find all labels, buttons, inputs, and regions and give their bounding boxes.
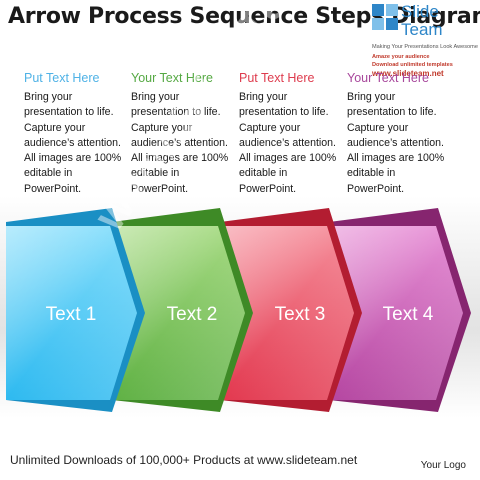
column-body: Bring your presentation to life. Capture…: [347, 90, 449, 197]
body-line: PowerPoint.: [347, 182, 405, 195]
body-line: audience’s attention.: [24, 136, 121, 149]
body-line: Capture your: [131, 121, 193, 134]
step-label-3: Text 3: [275, 304, 326, 325]
column-heading: Put Text Here: [24, 71, 100, 85]
column-body: Bring your presentation to life. Capture…: [131, 90, 233, 197]
logo-name: Slide Team: [401, 3, 443, 39]
slideteam-logo-icon: [372, 4, 398, 30]
arrow-diagram: Text 1 Text 2 Text 3 Text 4: [6, 208, 471, 412]
body-line: editable in: [347, 167, 396, 180]
logo-promo-line2: Download unlimited templates: [372, 62, 453, 68]
body-line: presentation to life.: [24, 106, 114, 119]
body-line: editable in: [131, 167, 180, 180]
body-line: presentation to life.: [239, 106, 329, 119]
process-arrow-1[interactable]: [6, 208, 145, 412]
footer-downloads-text[interactable]: Unlimited Downloads of 100,000+ Products…: [10, 453, 358, 467]
step-label-2: Text 2: [167, 304, 218, 325]
page-title: Arrow Process Sequence Steps Diagram: [8, 4, 480, 29]
text-column-2: Your Text Here Bring your presentation t…: [131, 70, 233, 197]
column-heading: Your Text Here: [131, 71, 213, 85]
text-column-4: Your Text Here Bring your presentation t…: [347, 70, 449, 197]
logo-name-line2: Team: [401, 20, 443, 39]
body-line: PowerPoint.: [239, 182, 297, 195]
body-line: All images are 100%: [347, 152, 445, 165]
footer-logo-placeholder: Your Logo: [420, 460, 466, 471]
logo-promo-line3: www.slideteam.net: [372, 69, 444, 78]
body-line: editable in: [24, 167, 73, 180]
body-line: audience’s attention.: [239, 136, 336, 149]
logo-name-line1: Slide: [401, 2, 439, 21]
text-column-1: Put Text Here Bring your presentation to…: [24, 70, 126, 197]
text-column-3: Put Text Here Bring your presentation to…: [239, 70, 341, 197]
body-line: All images are 100%: [239, 152, 337, 165]
body-line: All images are 100%: [131, 152, 229, 165]
body-line: Capture your: [24, 121, 86, 134]
column-body: Bring your presentation to life. Capture…: [24, 90, 126, 197]
body-line: Bring your: [131, 91, 180, 103]
slideteam-logo[interactable]: Slide Team Making Your Presentations Loo…: [372, 2, 478, 82]
column-heading: Put Text Here: [239, 71, 315, 85]
body-line: audience’s attention.: [131, 136, 228, 149]
column-heading: Your Text Here: [347, 71, 429, 85]
body-line: Capture your: [239, 121, 301, 134]
body-line: Bring your: [239, 91, 288, 103]
body-line: presentation to life.: [131, 106, 221, 119]
logo-promo-line1: Amaze your audience: [372, 54, 430, 60]
body-line: audience’s attention.: [347, 136, 444, 149]
body-line: All images are 100%: [24, 152, 122, 165]
process-arrow-4[interactable]: [328, 208, 471, 412]
body-line: PowerPoint.: [24, 182, 82, 195]
body-line: Capture your: [347, 121, 409, 134]
process-arrow-3[interactable]: [219, 208, 362, 412]
column-body: Bring your presentation to life. Capture…: [239, 90, 341, 197]
body-line: PowerPoint.: [131, 182, 189, 195]
step-label-1: Text 1: [46, 304, 97, 325]
logo-tagline: Making Your Presentations Look Awesome: [372, 44, 478, 50]
body-line: Bring your: [24, 91, 73, 103]
body-line: editable in: [239, 167, 288, 180]
process-arrow-2[interactable]: [111, 208, 253, 412]
step-label-4: Text 4: [383, 304, 434, 325]
body-line: Bring your: [347, 91, 396, 103]
body-line: presentation to life.: [347, 106, 437, 119]
